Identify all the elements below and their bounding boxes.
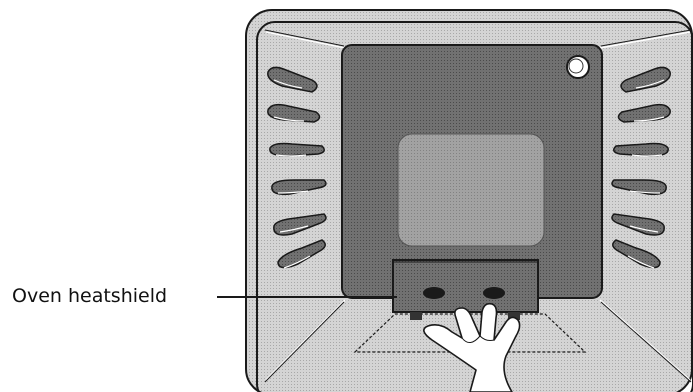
heatshield-callout-label: Oven heatshield [12, 285, 167, 307]
heatshield-slot-left [423, 287, 445, 299]
heatshield-slot-right [483, 287, 505, 299]
shelf-runner-icon [270, 144, 324, 157]
oven-window [398, 134, 544, 246]
screw-icon [567, 56, 589, 78]
shelf-runner-icon [614, 144, 668, 157]
